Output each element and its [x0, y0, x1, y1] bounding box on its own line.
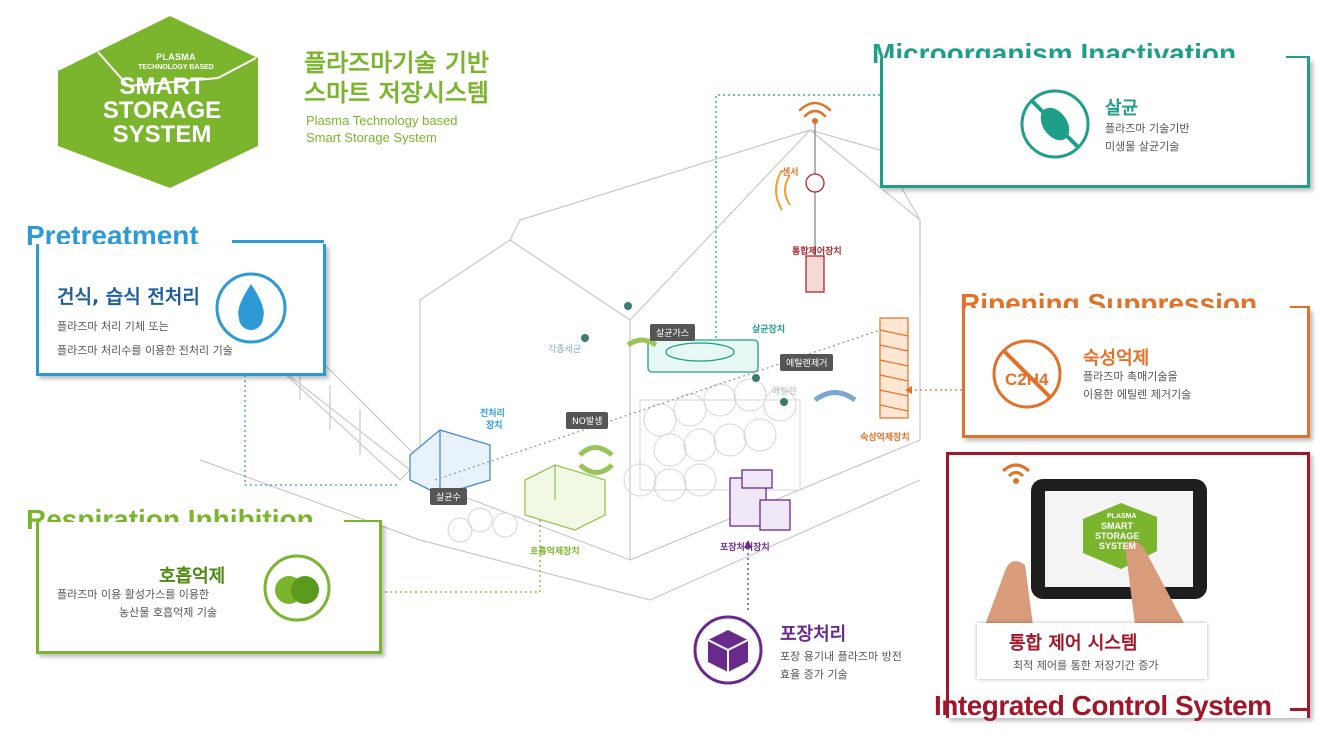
title-kr-line1: 플라즈마기술 기반	[304, 49, 489, 77]
sterilize-device-label: 살균장치	[752, 325, 786, 335]
ethylene-formula: C2H4	[1005, 370, 1049, 389]
tablet-line1: PLASMA	[1107, 513, 1137, 520]
tablet-line2: SMART	[1101, 521, 1133, 531]
title-en-line1: Plasma Technology based	[306, 113, 458, 128]
tablet-line4: SYSTEM	[1099, 541, 1137, 551]
no-ethylene-icon	[992, 339, 1062, 409]
water-drop-icon	[215, 272, 287, 344]
tablet-icon	[985, 479, 1207, 625]
ethylene-label: 에틸렌	[772, 387, 797, 397]
sterilize-gas-tag: 살균가스	[650, 324, 696, 341]
logo-line5: SYSTEM	[112, 121, 212, 148]
logo-line4: STORAGE	[102, 97, 222, 124]
microorganism-card: 살균 플라즈마 기술기반 미생물 살균기술	[880, 58, 1310, 188]
integrated-label-panel: 통합 제어 시스템 최적 제어를 통한 저장기간 증가	[977, 623, 1207, 679]
ripening-heading-rule	[1290, 306, 1310, 309]
packaging-desc2: 효율 증가 기술	[780, 668, 848, 681]
no-bacteria-icon	[1020, 89, 1090, 159]
tablet-line3: STORAGE	[1095, 531, 1140, 541]
pretreatment-title: 건식, 습식 전처리	[57, 286, 200, 308]
ripening-device-label: 숙성억제장치	[860, 433, 910, 443]
integrated-card: PLASMA SMART STORAGE SYSTEM 통합 제어 시스템 최적…	[946, 452, 1310, 718]
respiration-card: 호흡억제 플라즈마 이용 활성가스를 이용한 농산물 호흡억제 기술	[36, 522, 382, 654]
ethylene-removal-tag: 에틸렌제거	[780, 354, 834, 371]
sterile-water-tag: 살균수	[430, 488, 467, 505]
microorganism-desc1: 플라즈마 기술기반	[1105, 122, 1190, 135]
pretreatment-desc1: 플라즈마 처리 기체 또는	[57, 320, 169, 333]
pretreatment-card: 건식, 습식 전처리 플라즈마 처리 기체 또는 플라즈마 처리수를 이용한 전…	[36, 244, 326, 376]
microorganism-heading-rule	[1286, 56, 1310, 59]
ripening-card: C2H4 숙성억제 플라즈마 촉매기술을 이용한 에틸렌 제거기술	[962, 308, 1310, 438]
pretreatment-heading-rule	[232, 240, 324, 243]
title-en-line2: Smart Storage System	[306, 130, 437, 145]
cube-icon	[693, 615, 763, 685]
pretreatment-desc2: 플라즈마 처리수를 이용한 전처리 기술	[57, 344, 233, 357]
ripening-desc2: 이용한 에틸렌 제거기술	[1083, 388, 1192, 401]
respiration-device-label: 호흡억제장치	[530, 547, 580, 557]
smart-storage-logo: PLASMA TECHNOLOGY BASED SMART STORAGE SY…	[58, 16, 258, 188]
packaging-device-label: 포장처리장치	[720, 543, 770, 553]
hexagon-logo-icon	[58, 16, 258, 188]
page-title-korean: 플라즈마기술 기반 스마트 저장시스템	[304, 48, 489, 108]
no-generation-tag: NO발생	[566, 412, 609, 429]
logo-line3: SMART	[119, 73, 205, 100]
logo-line1: PLASMA	[156, 52, 196, 62]
packaging-desc1: 포장 용기내 플라즈마 방전	[780, 650, 902, 663]
pretreat-device-label-1: 전처리	[480, 409, 505, 419]
sensor-label: 센서	[782, 168, 799, 178]
integrated-desc: 최적 제어를 통한 저장기간 증가	[1013, 659, 1159, 672]
control-unit-label: 통합제어장치	[792, 247, 842, 257]
page-title-english: Plasma Technology based Smart Storage Sy…	[306, 112, 458, 146]
wifi-icon	[1001, 463, 1031, 484]
ripening-title: 숙성억제	[1083, 348, 1150, 369]
respiration-desc1: 플라즈마 이용 활성가스를 이용한	[57, 588, 210, 601]
integrated-title: 통합 제어 시스템	[1009, 633, 1138, 654]
bacteria-label: 각종세균	[548, 345, 582, 355]
microorganism-title: 살균	[1105, 98, 1139, 119]
ripening-desc1: 플라즈마 촉매기술을	[1083, 370, 1178, 383]
microorganism-desc2: 미생물 살균기술	[1105, 140, 1180, 153]
packaging-title: 포장처리	[780, 624, 847, 645]
respiration-heading-rule	[344, 520, 382, 523]
respiration-title: 호흡억제	[159, 566, 226, 587]
title-kr-line2: 스마트 저장시스템	[304, 79, 489, 107]
logo-line2: TECHNOLOGY BASED	[138, 64, 214, 71]
pretreat-device-label-2: 장치	[486, 421, 503, 431]
integrated-heading-rule	[1290, 708, 1310, 711]
integrated-heading: Integrated Control System	[934, 690, 1272, 721]
overlapping-circles-icon	[263, 554, 331, 622]
respiration-desc2: 농산물 호흡억제 기술	[119, 606, 218, 619]
